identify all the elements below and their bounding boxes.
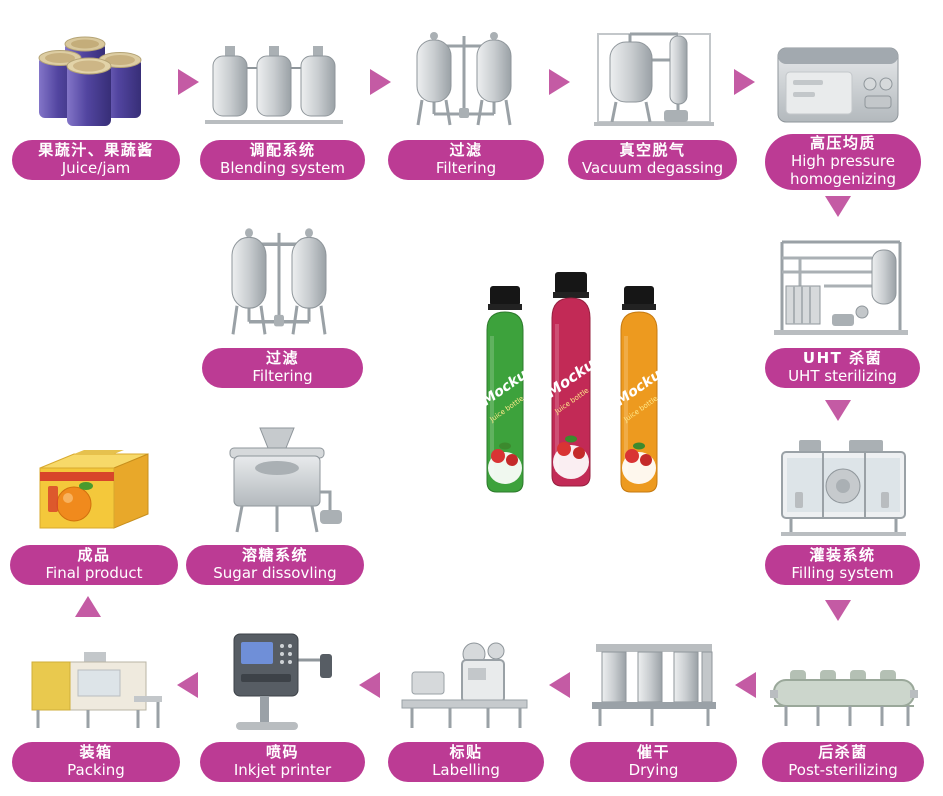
vacuum-degassing-label-en: Vacuum degassing — [581, 159, 724, 177]
post-sterilizing-label-zh: 后杀菌 — [818, 743, 868, 762]
filtering-top-image — [408, 30, 520, 130]
final-product-label-en: Final product — [45, 564, 143, 582]
homogenizing-label-zh: 高压均质 — [809, 134, 876, 153]
juice-jam-label-en: Juice/jam — [61, 159, 131, 177]
packing-label-zh: 装箱 — [79, 743, 113, 762]
blending-system-image — [203, 42, 345, 130]
arrow-filling-to-post-sterilizing — [825, 600, 851, 621]
uht-sterilizing-label: UHT 杀菌 UHT sterilizing — [765, 348, 920, 388]
juice-bottles-image: Mockup Juice bottle Mockup Juice bottle — [467, 270, 673, 502]
sugar-dissolving-label-zh: 溶糖系统 — [241, 546, 308, 565]
arrow-post-sterilizing-to-drying — [735, 672, 756, 698]
final-product-label-zh: 成品 — [77, 546, 111, 565]
sugar-dissolving-image — [220, 422, 348, 538]
post-sterilizing-label: 后杀菌 Post-sterilizing — [762, 742, 924, 782]
filling-system-label: 灌装系统 Filling system — [765, 545, 920, 585]
arrow-degassing-to-homogenizing — [734, 69, 755, 95]
homogenizer-image — [773, 38, 903, 130]
filtering-mid-label: 过滤 Filtering — [202, 348, 363, 388]
drying-label-zh: 催干 — [636, 743, 670, 762]
filtering-mid-label-en: Filtering — [252, 367, 313, 385]
blending-system-label-en: Blending system — [220, 159, 345, 177]
arrow-filtering-to-degassing — [549, 69, 570, 95]
filtering-mid-label-zh: 过滤 — [265, 349, 299, 368]
packing-label: 装箱 Packing — [12, 742, 180, 782]
inkjet-printer-image — [216, 628, 340, 734]
drying-machine-image — [588, 632, 720, 732]
homogenizing-label-en: High pressure homogenizing — [790, 152, 896, 188]
filling-system-label-zh: 灌装系统 — [809, 546, 876, 565]
arrow-drying-to-labelling — [549, 672, 570, 698]
filling-system-label-en: Filling system — [791, 564, 894, 582]
arrow-uht-to-filling — [825, 400, 851, 421]
inkjet-printer-label-en: Inkjet printer — [233, 761, 332, 779]
filling-machine-image — [777, 436, 910, 538]
drying-label-en: Drying — [628, 761, 679, 779]
sugar-dissolving-label: 溶糖系统 Sugar dissovling — [186, 545, 364, 585]
juice-jam-image — [35, 30, 147, 128]
blending-system-label-zh: 调配系统 — [249, 141, 316, 160]
filtering-top-label-zh: 过滤 — [449, 141, 483, 160]
uht-sterilizing-label-zh: UHT 杀菌 — [802, 349, 883, 368]
filtering-mid-image — [223, 226, 335, 340]
labelling-label-en: Labelling — [432, 761, 500, 779]
blending-system-label: 调配系统 Blending system — [200, 140, 365, 180]
drying-label: 催干 Drying — [570, 742, 737, 782]
post-sterilizing-label-en: Post-sterilizing — [788, 761, 898, 779]
inkjet-printer-label: 喷码 Inkjet printer — [200, 742, 365, 782]
vacuum-degassing-image — [590, 26, 718, 130]
uht-sterilizing-label-en: UHT sterilizing — [788, 367, 897, 385]
juice-jam-label-zh: 果蔬汁、果蔬酱 — [38, 141, 154, 160]
uht-sterilizer-image — [770, 228, 912, 340]
arrow-blending-to-filtering — [370, 69, 391, 95]
arrow-labelling-to-inkjet — [359, 672, 380, 698]
arrow-homogenizing-to-uht — [825, 196, 851, 217]
labelling-machine-image — [398, 638, 531, 732]
homogenizing-label: 高压均质 High pressure homogenizing — [765, 134, 921, 190]
filtering-top-label-en: Filtering — [435, 159, 497, 177]
vacuum-degassing-label: 真空脱气 Vacuum degassing — [568, 140, 737, 180]
sugar-dissolving-label-en: Sugar dissovling — [213, 564, 337, 582]
final-product-image — [24, 434, 162, 538]
labelling-label: 标贴 Labelling — [388, 742, 544, 782]
arrow-inkjet-to-packing — [177, 672, 198, 698]
arrow-packing-to-final-product — [75, 596, 101, 617]
filtering-top-label: 过滤 Filtering — [388, 140, 544, 180]
arrow-juice-to-blending — [178, 69, 199, 95]
post-sterilizer-image — [770, 646, 918, 734]
packing-machine-image — [26, 646, 164, 732]
packing-label-en: Packing — [67, 761, 125, 779]
labelling-label-zh: 标贴 — [449, 743, 483, 762]
juice-jam-label: 果蔬汁、果蔬酱 Juice/jam — [12, 140, 180, 180]
vacuum-degassing-label-zh: 真空脱气 — [619, 141, 686, 160]
inkjet-printer-label-zh: 喷码 — [265, 743, 299, 762]
final-product-label: 成品 Final product — [10, 545, 178, 585]
